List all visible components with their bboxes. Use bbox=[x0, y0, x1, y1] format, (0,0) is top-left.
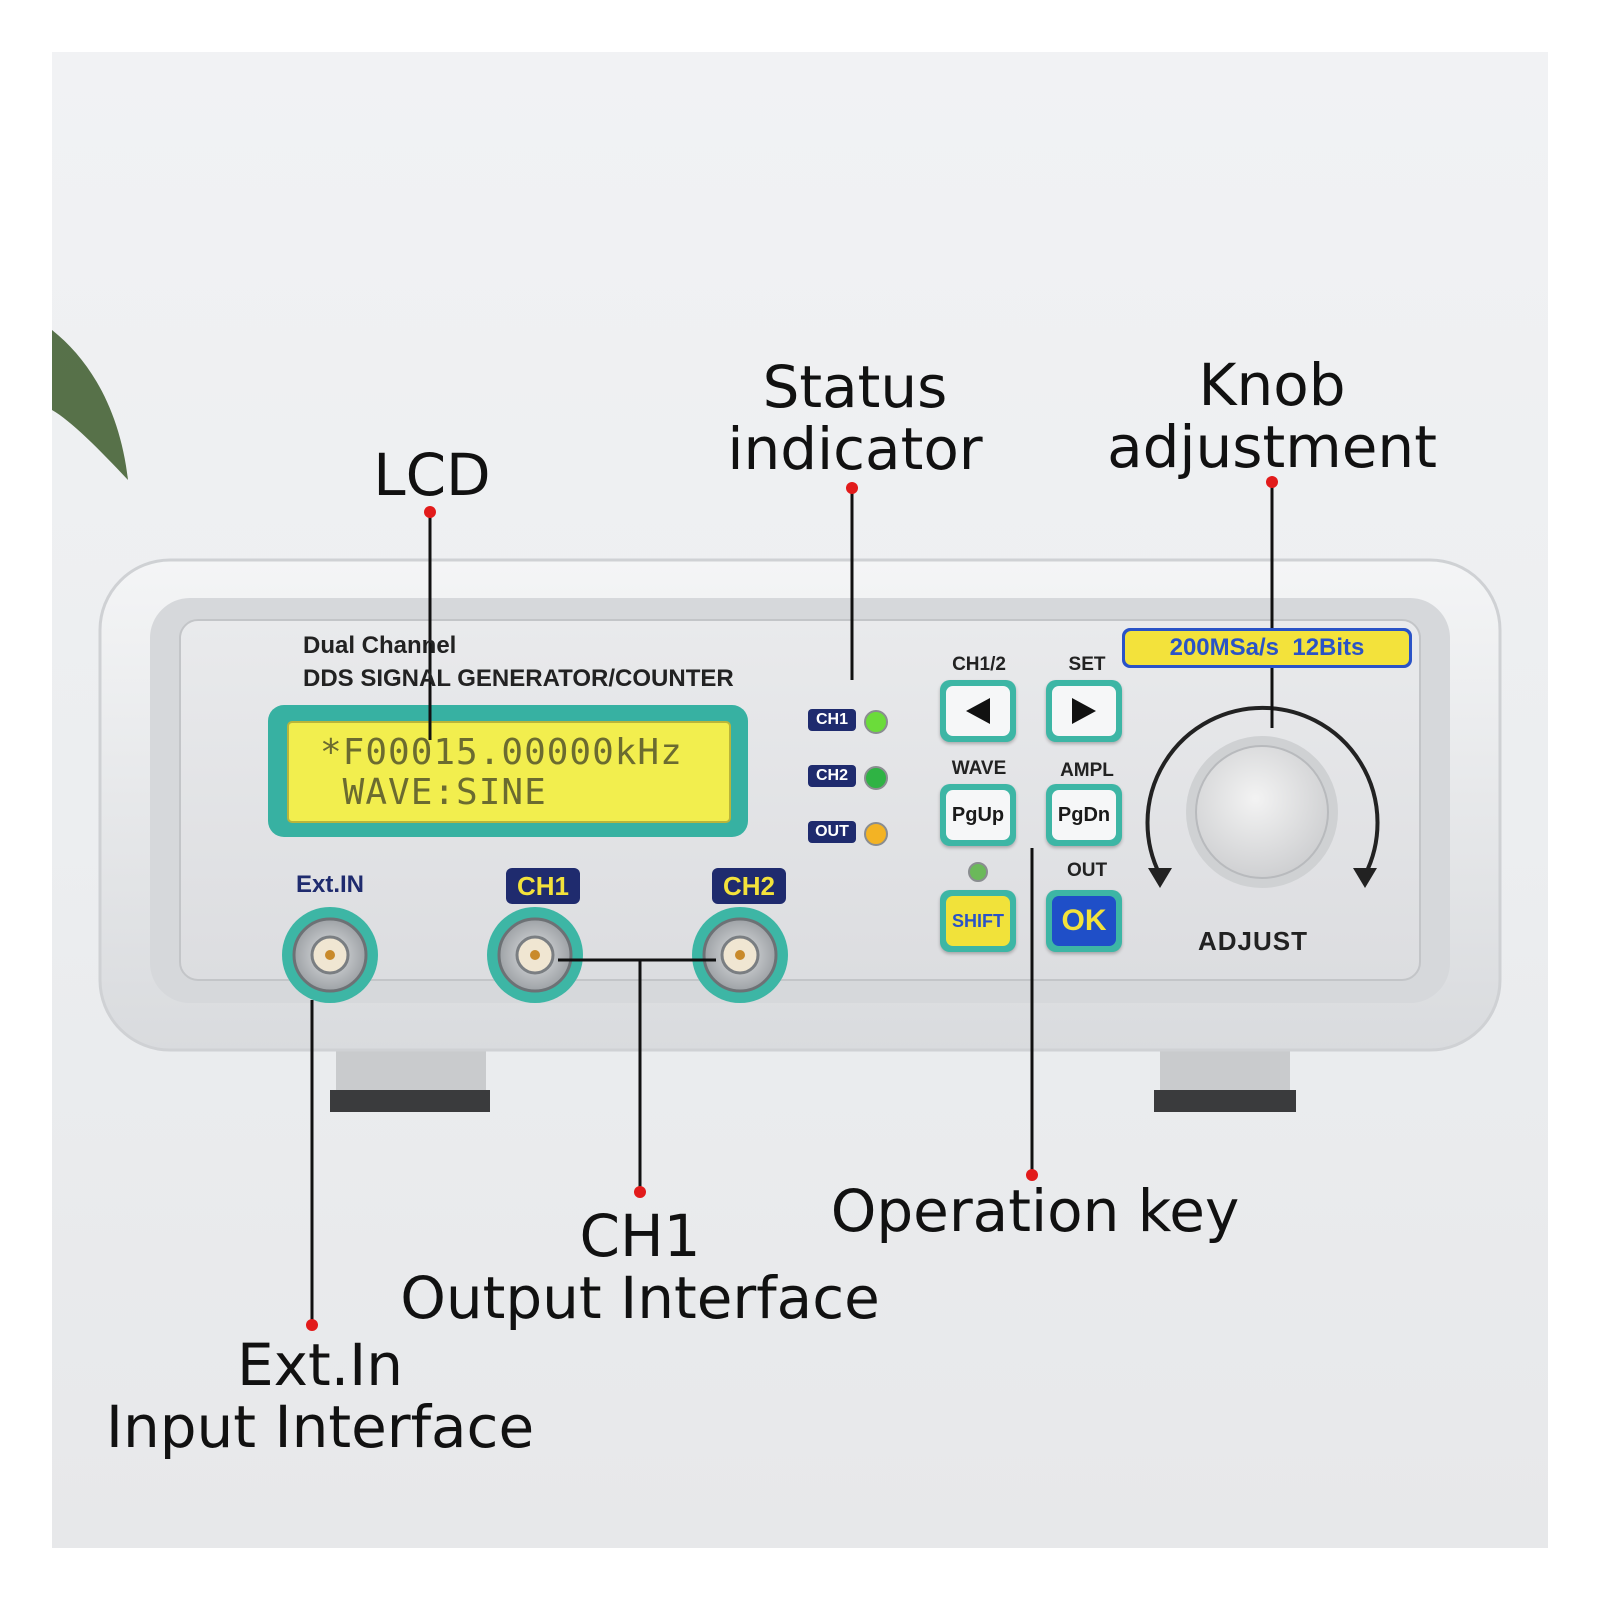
right-arrow-button-face bbox=[1052, 686, 1116, 736]
knob-arrow-right-head bbox=[1353, 868, 1377, 888]
set-key-label: SET bbox=[1068, 654, 1106, 675]
ch12-key-label: CH1/2 bbox=[952, 654, 1006, 675]
device-title-line2: DDS SIGNAL GENERATOR/COUNTER bbox=[303, 665, 734, 692]
bnc-ch1 bbox=[487, 907, 583, 1003]
out-key-label: OUT bbox=[1066, 860, 1108, 881]
adjust-knob bbox=[1186, 736, 1338, 888]
annotation-status-line1: Status bbox=[762, 353, 948, 421]
lcd-screen bbox=[287, 721, 731, 823]
annotation-ext-in: Ext.In Input Interface bbox=[80, 1334, 560, 1458]
annotation-dots bbox=[306, 476, 1278, 1331]
left-arrow-button[interactable] bbox=[940, 680, 1016, 742]
annotation-lcd: LCD bbox=[373, 441, 491, 509]
device-title-line1: Dual Channel bbox=[303, 632, 457, 659]
annotation-status-indicator: Status indicator bbox=[720, 356, 990, 480]
shift-indicator-led bbox=[968, 862, 988, 882]
annotation-status-line2: indicator bbox=[727, 415, 983, 483]
wave-key-label: WAVE bbox=[951, 758, 1007, 779]
annotation-knob-line1: Knob bbox=[1198, 351, 1346, 419]
status-led-out bbox=[864, 822, 888, 846]
lcd-line-1: *F00015.00000kHz bbox=[320, 732, 683, 773]
plant-leaf bbox=[52, 330, 128, 480]
ch2-connector-label: CH2 bbox=[712, 868, 786, 904]
left-foot-base bbox=[330, 1090, 490, 1112]
pgup-button[interactable]: PgUp bbox=[940, 784, 1016, 846]
ch1-connector-label: CH1 bbox=[506, 868, 580, 904]
left-arrow-button-face bbox=[946, 686, 1010, 736]
bnc-ch2 bbox=[692, 907, 788, 1003]
status-tag-ch2: CH2 bbox=[808, 765, 856, 787]
ampl-key-label: AMPL bbox=[1060, 760, 1114, 781]
annotation-ch1-line1: CH1 bbox=[579, 1202, 701, 1270]
annotation-extin-line1: Ext.In bbox=[236, 1331, 403, 1399]
right-arrow-button[interactable] bbox=[1046, 680, 1122, 742]
shift-label: SHIFT bbox=[946, 896, 1010, 946]
annotation-knob-line2: adjustment bbox=[1107, 413, 1437, 481]
status-led-ch1 bbox=[864, 710, 888, 734]
knob-arc-arrow bbox=[1145, 705, 1380, 876]
annotation-extin-line2: Input Interface bbox=[105, 1393, 535, 1461]
knob-arrow-left-head bbox=[1148, 868, 1172, 888]
left-arrow-icon bbox=[966, 698, 990, 724]
spec-badge-inner: 200MSa/s 12Bits bbox=[1125, 631, 1409, 665]
lcd-line-2: WAVE:SINE bbox=[320, 772, 547, 813]
right-foot-base bbox=[1154, 1090, 1296, 1112]
annotation-ch1-output: CH1 Output Interface bbox=[380, 1205, 900, 1329]
spec-badge: 200MSa/s 12Bits bbox=[1122, 628, 1412, 668]
status-led-ch2 bbox=[864, 766, 888, 790]
bnc-ext-in bbox=[282, 907, 378, 1003]
status-tag-out: OUT bbox=[808, 821, 856, 843]
pgup-label: PgUp bbox=[946, 790, 1010, 840]
right-arrow-icon bbox=[1072, 698, 1096, 724]
annotation-knob-adjustment: Knob adjustment bbox=[1092, 354, 1452, 478]
annotation-ch1-line2: Output Interface bbox=[400, 1264, 880, 1332]
pgdn-button[interactable]: PgDn bbox=[1046, 784, 1122, 846]
annotation-pointers bbox=[310, 482, 1274, 1325]
pgdn-label: PgDn bbox=[1052, 790, 1116, 840]
ext-in-label: Ext.IN bbox=[296, 871, 365, 898]
shift-button[interactable]: SHIFT bbox=[940, 890, 1016, 952]
ok-label: OK bbox=[1052, 896, 1116, 946]
annotation-operation-key: Operation key bbox=[830, 1177, 1240, 1245]
ok-button[interactable]: OK bbox=[1046, 890, 1122, 952]
status-tag-ch1: CH1 bbox=[808, 709, 856, 731]
adjust-label: ADJUST bbox=[1198, 926, 1309, 956]
